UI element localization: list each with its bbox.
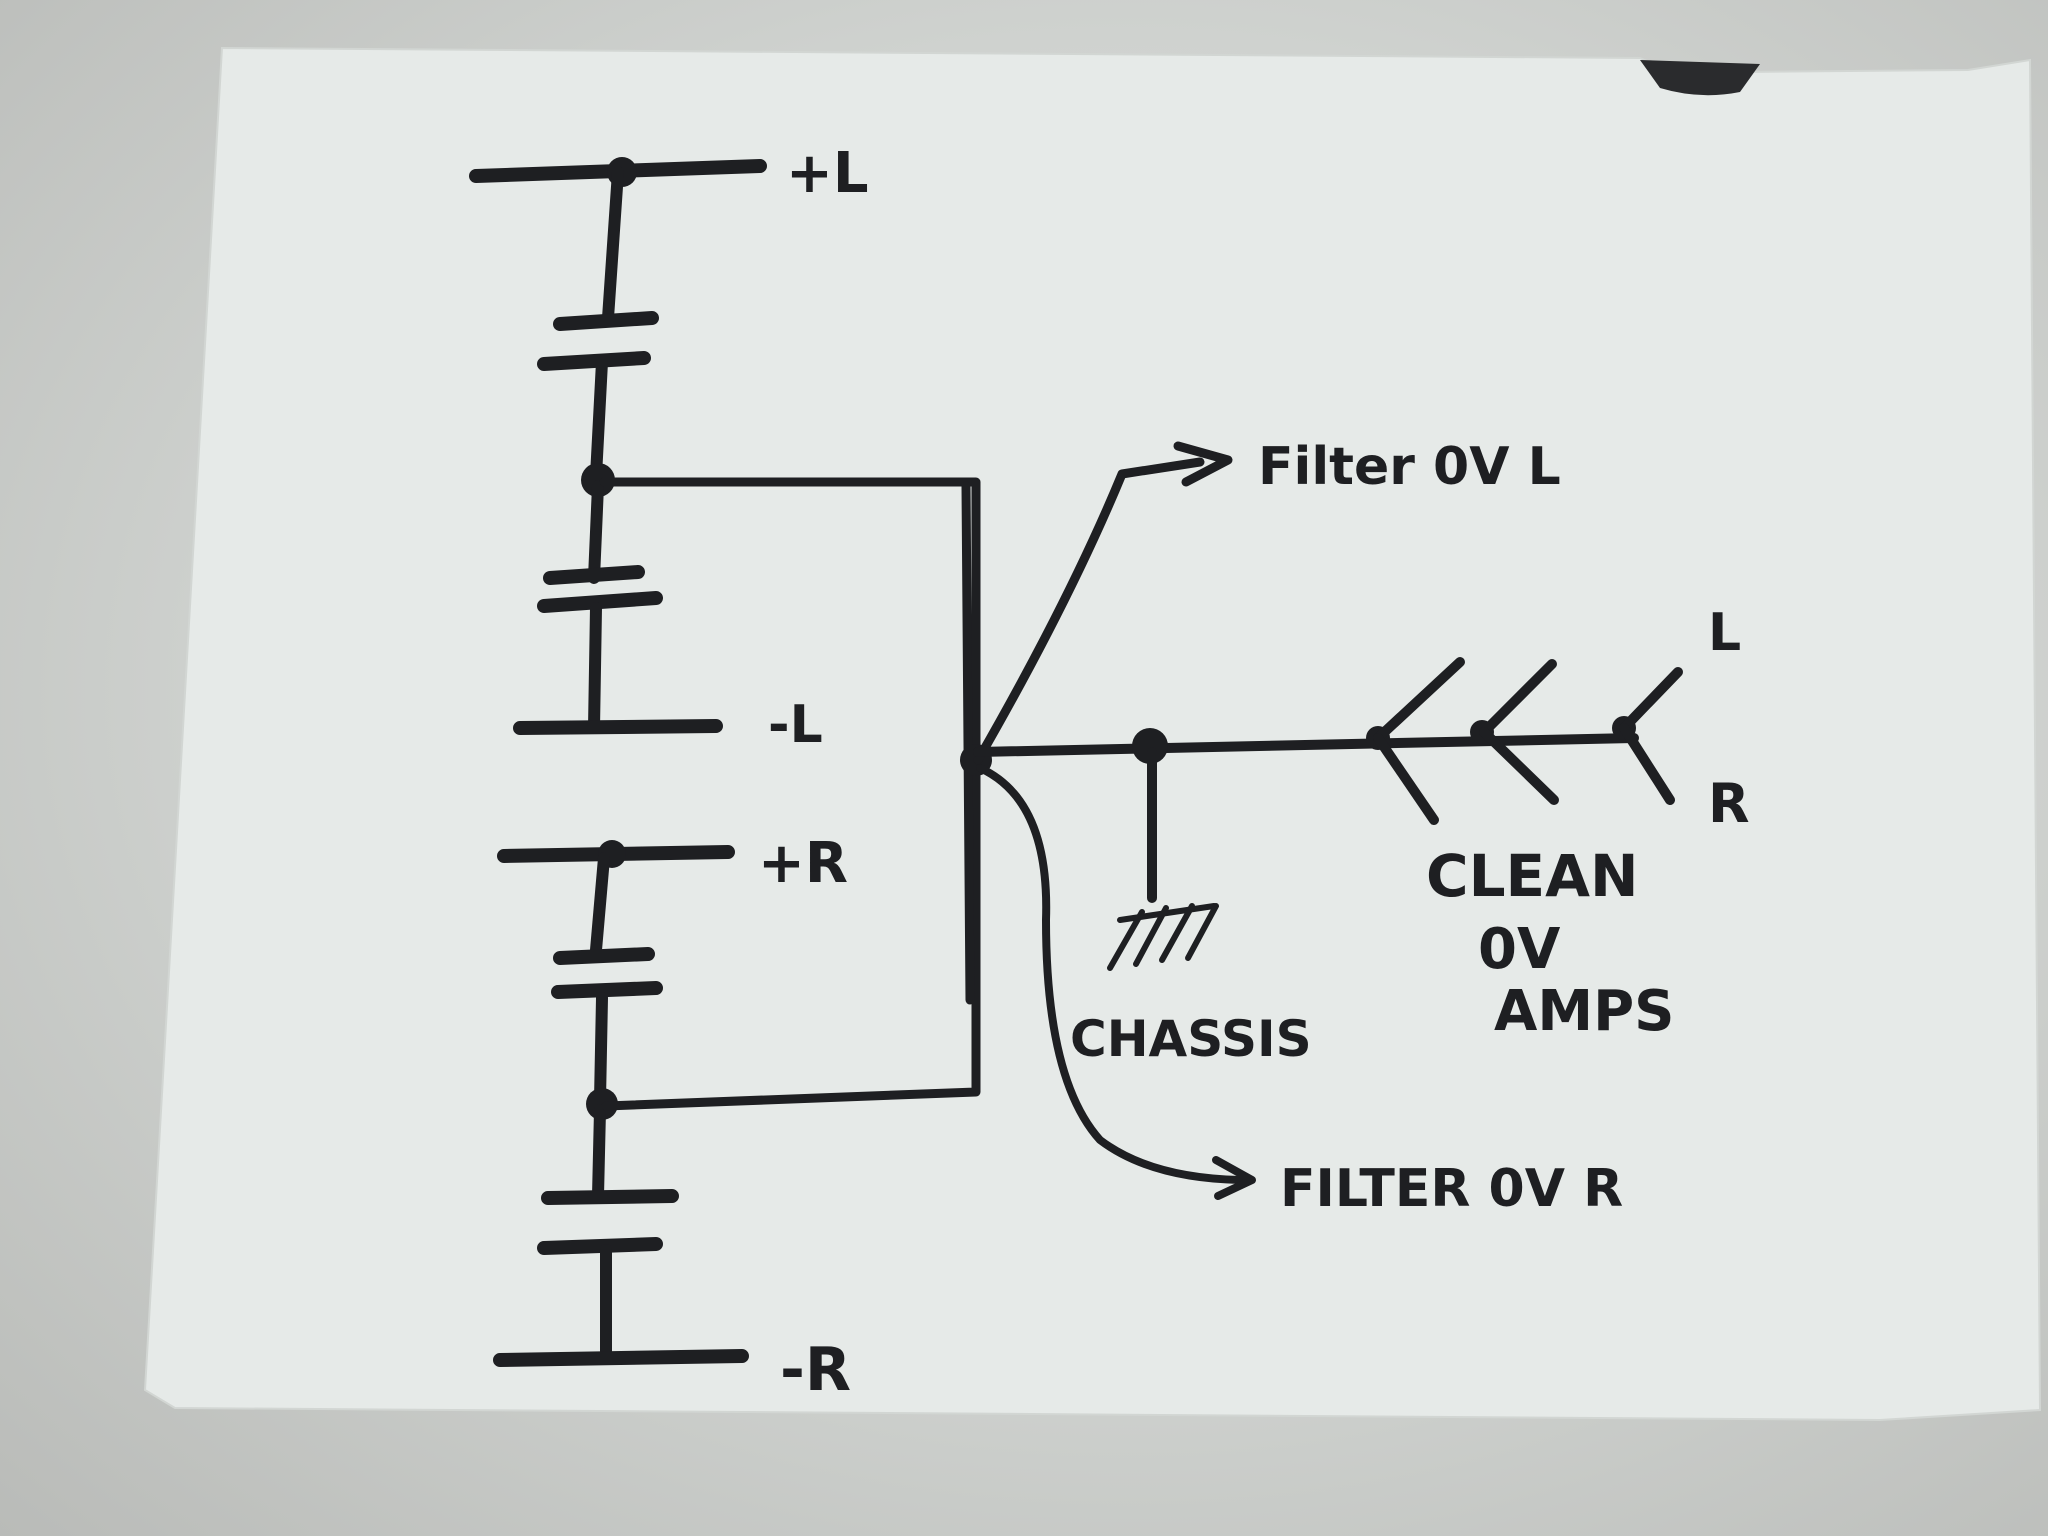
paper-sheet (143, 46, 2042, 1422)
label-clean: CLEAN (1426, 842, 1639, 910)
label-chassis: CHASSIS (1070, 1010, 1312, 1068)
label-minus-r: -R (780, 1335, 851, 1405)
wire-filter-right (976, 764, 1256, 1200)
label-filter-l: Filter 0V L (1258, 437, 1561, 497)
wire-filter-left (973, 441, 1233, 765)
cap-bank-left (469, 157, 767, 735)
label-amp-l: L (1708, 603, 1741, 663)
label-clean-0v: 0V (1478, 917, 1561, 982)
label-amp-r: R (1708, 772, 1750, 835)
wire-amp-branches (1366, 657, 1683, 825)
torn-corner (1640, 60, 1760, 96)
label-amps: AMPS (1494, 979, 1674, 1044)
label-minus-l: -L (768, 695, 823, 755)
label-filter-r: FILTER 0V R (1280, 1159, 1623, 1219)
label-plus-l: +L (786, 141, 869, 206)
label-plus-r: +R (758, 831, 848, 896)
wire-clean-trunk (973, 728, 1639, 971)
